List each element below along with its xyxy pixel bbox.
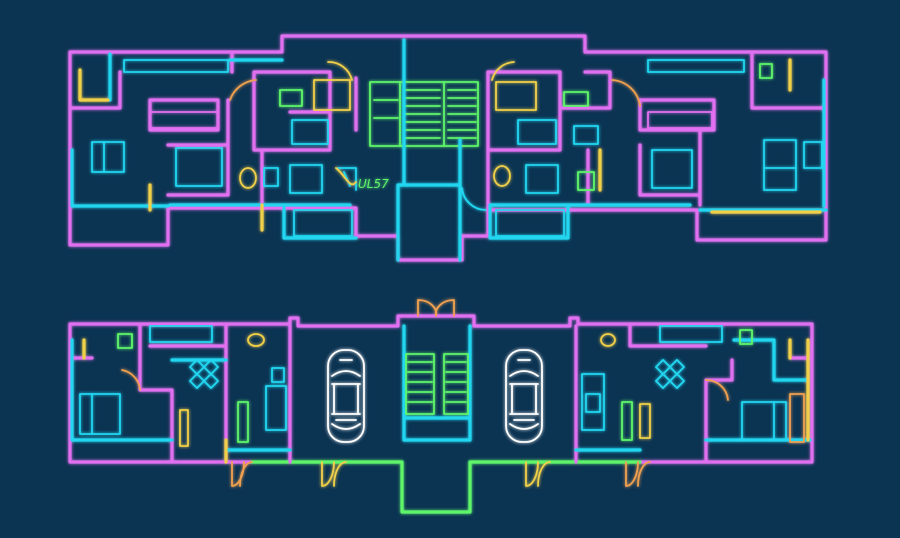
ground-left-cyan-walls [70, 338, 292, 452]
upper-stair: UL57 [335, 38, 487, 262]
ground-outer-wall [68, 314, 814, 464]
ground-right-yellow-walls [788, 338, 810, 442]
ground-floor-plan [68, 299, 814, 514]
right-door-arc-2 [491, 61, 515, 81]
upper-left-interior-walls [68, 50, 358, 207]
left-dining-table [189, 359, 219, 389]
left-bed [91, 141, 125, 173]
upper-outer-wall [68, 34, 828, 262]
ground-main-door [417, 299, 455, 317]
left-toilet [239, 167, 257, 189]
left-entry-door [231, 461, 253, 487]
right-ground-bench [639, 403, 651, 439]
ground-left-yellow-walls [82, 338, 228, 464]
upper-right-interior-walls [486, 52, 828, 212]
right-ground-toilet [600, 333, 616, 347]
left-ground-sink [117, 333, 133, 349]
left-closet [149, 111, 219, 129]
left-ground-sofa [237, 401, 249, 443]
right-vanity [517, 119, 557, 145]
upper-right-cyan-walls [488, 78, 828, 240]
right-closet [647, 111, 713, 129]
left-balcony [293, 209, 353, 237]
left-garage-door [321, 461, 347, 487]
left-ground-bench [179, 409, 189, 447]
right-ground-sink [739, 329, 753, 345]
ground-left-interior-walls [68, 322, 292, 464]
upper-left-cyan-walls [70, 52, 358, 240]
upper-stair-door-arc [461, 187, 487, 211]
right-kitchen-counter [647, 59, 745, 73]
right-ground-sofa [621, 401, 633, 441]
ground-right-interior-walls [574, 322, 812, 464]
left-ground-cabinet [265, 385, 287, 431]
right-tub [525, 164, 559, 194]
left-bedroom-bed [175, 147, 223, 187]
right-ground-cabinet [581, 373, 605, 431]
left-ground-counter [149, 325, 213, 343]
stair-note-label: UL57 [358, 177, 389, 191]
left-closet-2 [313, 79, 351, 111]
left-door-arc [229, 79, 257, 101]
upper-right-yellow-walls [598, 58, 822, 214]
right-bed [763, 139, 797, 191]
left-sink [279, 89, 303, 107]
ground-stair [402, 299, 472, 442]
left-kitchen-counter [123, 59, 229, 73]
right-ground-counter [659, 325, 723, 343]
right-bedroom-bed [651, 149, 693, 189]
right-closet-2 [495, 81, 537, 111]
right-garage-door [525, 461, 551, 487]
right-balcony [495, 209, 565, 237]
left-car [327, 349, 365, 443]
left-tub [289, 164, 323, 194]
right-ground-bed [741, 401, 787, 441]
right-dining-table [655, 359, 685, 389]
right-nightstand [803, 141, 823, 169]
right-toilet [577, 171, 595, 191]
upper-floor-plan: UL57 [68, 34, 828, 262]
right-sink [563, 91, 589, 107]
left-door-arc-2 [327, 61, 353, 81]
right-car [505, 349, 543, 443]
left-ground-bed [79, 393, 121, 435]
right-plant [759, 63, 773, 79]
right-ground-wardrobe [789, 393, 805, 443]
right-entry-door [625, 461, 651, 487]
left-vanity [291, 119, 329, 145]
upper-left-yellow-walls [78, 68, 264, 232]
left-ground-door-arc [121, 369, 141, 391]
left-ground-toilet [247, 333, 265, 347]
ground-outer-green [250, 460, 642, 514]
right-ground-door-arc [705, 379, 729, 401]
right-door-arc [611, 79, 641, 107]
